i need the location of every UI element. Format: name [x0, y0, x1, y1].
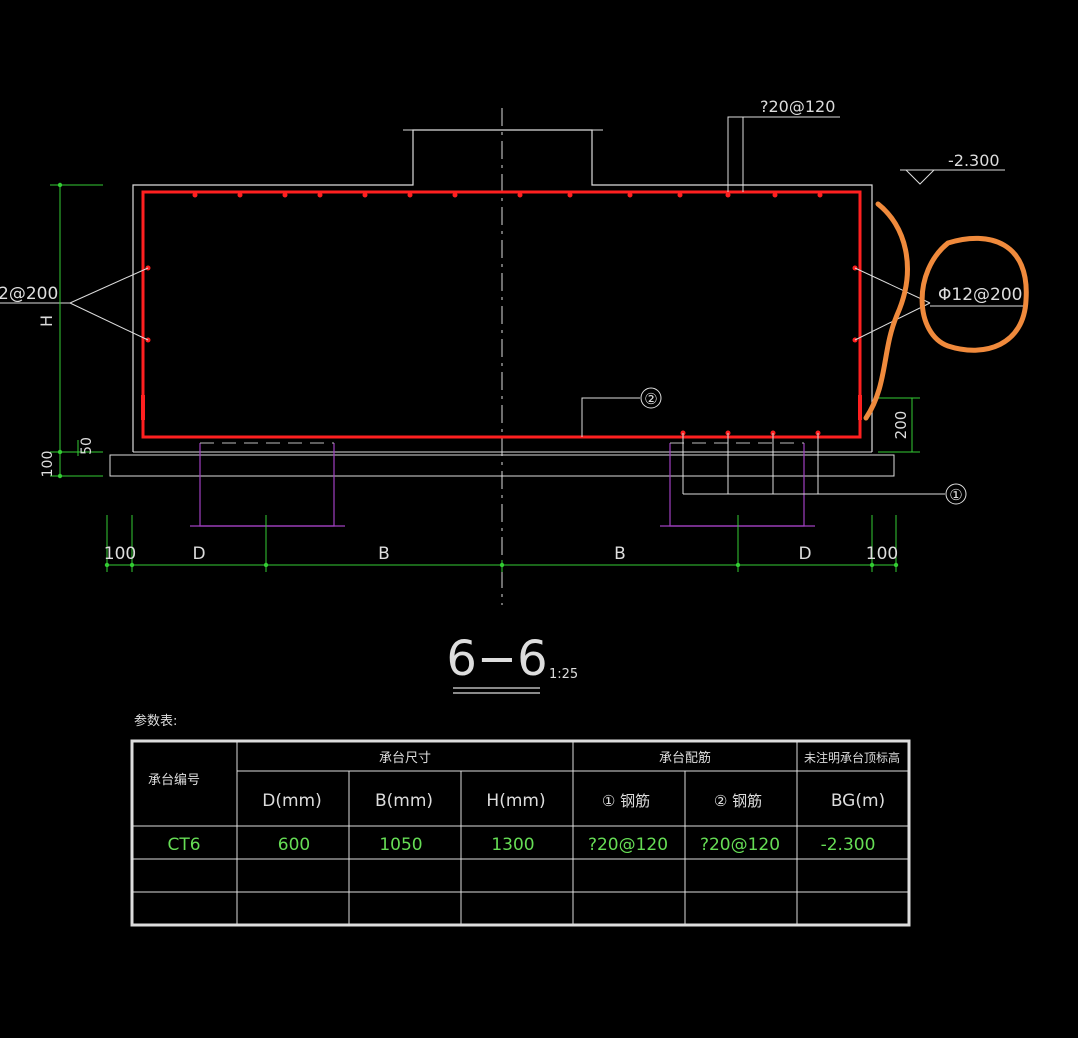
cell-rebar-1: ?20@120 [588, 835, 668, 855]
dim-100-left-label: 100 [40, 451, 56, 478]
table-caption: 参数表: [134, 713, 177, 729]
subheader-rebar-2: ② 钢筋 [714, 792, 762, 810]
dim-50-label: 50 [79, 437, 95, 455]
top-rebar-label: ?20@120 [760, 97, 835, 116]
left-rebar-label: 2@200 [0, 284, 58, 304]
dim-100-bottom-right: 100 [866, 544, 898, 564]
subheader-b: B(mm) [375, 791, 433, 811]
callout-2-circle [640, 387, 662, 409]
dim-100-bottom-left: 100 [104, 544, 136, 564]
dim-b-left: B [378, 544, 390, 564]
rebar-cage [141, 190, 862, 439]
dim-d-left: D [192, 544, 205, 564]
dim-200-label: 200 [892, 411, 910, 440]
elevation-label: -2.300 [948, 151, 1000, 170]
callout-2-label: ② [644, 390, 657, 408]
cell-id: CT6 [167, 835, 200, 855]
cell-b: 1050 [379, 835, 422, 855]
subheader-bg: BG(m) [831, 791, 885, 811]
parameter-table-grid [130, 739, 911, 927]
dim-200 [878, 397, 920, 453]
callout-1-circle [945, 483, 967, 505]
subheader-rebar-1: ① 钢筋 [602, 792, 650, 810]
pile-left [190, 443, 345, 527]
table-group-elev: 未注明承台顶标高 [804, 750, 900, 765]
cell-rebar-2: ?20@120 [700, 835, 780, 855]
left-rebar-leader [0, 267, 149, 341]
table-group-rebar: 承台配筋 [659, 750, 711, 766]
table-group-size: 承台尺寸 [379, 751, 431, 766]
dim-b-right: B [614, 544, 626, 564]
dim-d-right: D [798, 544, 811, 564]
cell-d: 600 [278, 835, 310, 855]
callout-2-leader [581, 397, 640, 437]
annotation-markup [863, 201, 1029, 421]
section-title: 6−6 [446, 631, 547, 687]
top-rebar-leader [727, 116, 840, 192]
cell-bg: -2.300 [821, 835, 876, 855]
cell-h: 1300 [491, 835, 534, 855]
elevation-marker [900, 169, 1005, 185]
callout-1-leader [682, 433, 945, 495]
subheader-d: D(mm) [262, 791, 321, 811]
table-row: CT6 600 1050 1300 ?20@120 ?20@120 -2.300 [167, 835, 875, 855]
callout-1-label: ① [949, 486, 962, 504]
subheader-h: H(mm) [486, 791, 545, 811]
table-header-id: 承台编号 [148, 773, 200, 788]
section-scale: 1:25 [549, 667, 578, 682]
cushion-layer [109, 454, 895, 477]
height-label: H [37, 315, 56, 327]
right-rebar-label: Φ12@200 [938, 285, 1022, 305]
